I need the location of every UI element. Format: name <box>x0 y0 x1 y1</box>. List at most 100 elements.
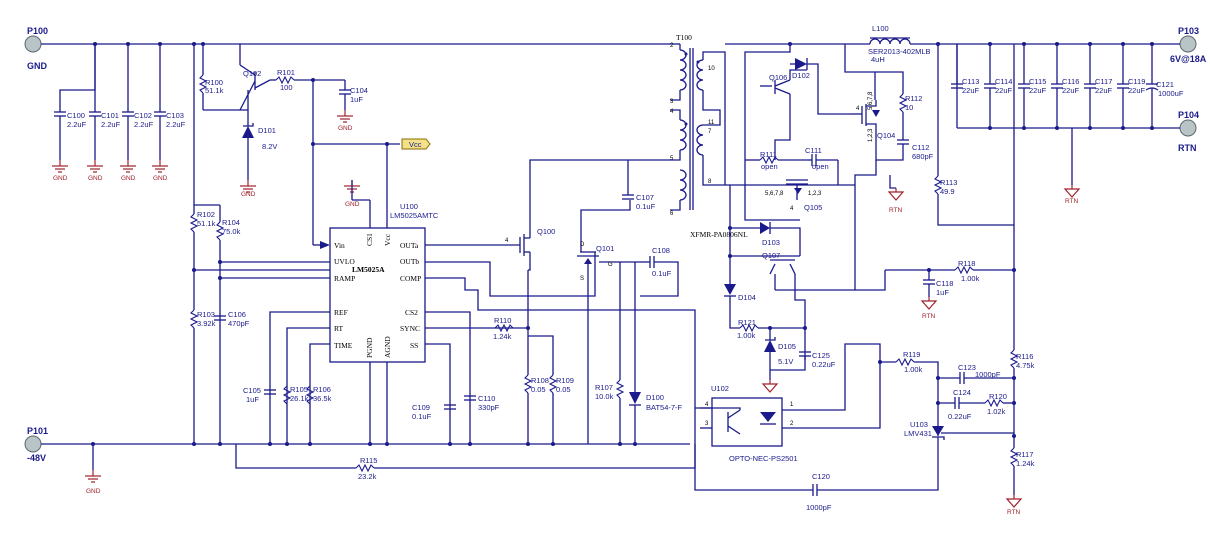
inductor-l100[interactable]: L100 SER2013-402MLB 4uH <box>725 24 1180 64</box>
u103-ref: U103 <box>910 420 928 429</box>
shunt-reg-u103[interactable]: U103 LMV431 <box>904 420 1014 485</box>
diode-d100[interactable]: D100 BAT54-7-F <box>629 262 683 444</box>
zener-d101[interactable]: D101 8.2V GND <box>239 110 277 198</box>
resistor-r107[interactable]: R107 10.0k <box>595 262 625 444</box>
svg-text:5,6,7,8: 5,6,7,8 <box>868 91 874 110</box>
cap-c103[interactable]: C103 2.2uF GND <box>151 44 186 182</box>
resistor-r101[interactable]: R101 100 <box>270 68 345 92</box>
r117-value: 1.24k <box>1016 459 1035 468</box>
c114-value: 22uF <box>995 86 1013 95</box>
c119-value: 22uF <box>1128 86 1146 95</box>
resistor-r116[interactable]: R116 4.75k <box>1009 225 1035 448</box>
cap-c115[interactable]: C115 22uF <box>1018 44 1047 128</box>
cap-c101[interactable]: C101 2.2uF GND <box>86 44 121 182</box>
d101-ref: D101 <box>258 126 276 135</box>
diode-d102[interactable]: D102 <box>744 42 810 221</box>
neg48v-rail: GND <box>41 442 690 495</box>
resistor-r110[interactable]: R110 1.24k <box>493 316 514 341</box>
cap-c121[interactable]: C121 1000uF <box>1145 44 1184 128</box>
svg-text:D: D <box>580 242 585 248</box>
pin-vin: Vin <box>334 241 345 250</box>
gnd-label: GND <box>88 175 103 182</box>
resistor-r113[interactable]: R113 49.9 <box>933 42 1015 226</box>
resistor-r102[interactable]: R102 51.1k <box>189 42 216 310</box>
c105-value: 1uF <box>246 395 259 404</box>
c101-ref: C101 <box>101 111 119 120</box>
svg-text:7: 7 <box>708 129 712 135</box>
cap-c109[interactable]: C109 0.1uF <box>412 403 456 421</box>
resistor-r121[interactable]: R121 1.00k <box>737 318 807 340</box>
resistor-r120[interactable]: R120 1.02k <box>984 392 1014 416</box>
cap-c120[interactable]: C120 1000pF <box>694 444 939 512</box>
c121-ref: C121 <box>1156 80 1174 89</box>
resistor-r109[interactable]: R109 0.05 <box>548 374 574 444</box>
cap-c111[interactable]: C111 open <box>805 146 838 171</box>
cap-c125[interactable]: C125 0.22uF <box>770 351 836 371</box>
mosfet-q101[interactable]: Q101 DSG <box>577 200 640 444</box>
svg-text:4: 4 <box>705 402 709 408</box>
u102-ref: U102 <box>711 384 729 393</box>
c115-value: 22uF <box>1029 86 1047 95</box>
cap-c106[interactable]: C106 470pF <box>214 310 250 328</box>
port-p103[interactable]: P103 6V@18A <box>1170 26 1207 64</box>
cap-c118[interactable]: C118 1uF RTN <box>921 270 953 320</box>
opto-u102[interactable]: U102 OPTO-NEC-PS2501 43 12 <box>695 362 881 463</box>
c113-value: 22uF <box>962 86 980 95</box>
r120-value: 1.02k <box>987 407 1006 416</box>
c120-value: 1000pF <box>806 503 832 512</box>
svg-text:1,2,3: 1,2,3 <box>808 191 822 197</box>
r116-ref: R116 <box>1016 352 1033 361</box>
resistor-r106[interactable]: R106 36.5k <box>305 385 332 405</box>
gnd-label: GND <box>153 175 168 182</box>
cap-c116[interactable]: C116 22uF <box>1051 44 1080 128</box>
cap-c107[interactable]: C107 0.1uF <box>622 160 656 211</box>
cap-c110[interactable]: C110 330pF <box>464 394 500 412</box>
r104-ref: R104 <box>222 218 240 227</box>
resistor-r115[interactable]: R115 23.2k <box>235 444 696 481</box>
cap-c105[interactable]: C105 1uF <box>243 386 276 404</box>
resistor-r100[interactable]: R100 51.1k <box>198 44 224 110</box>
cap-c102[interactable]: C102 2.2uF GND <box>119 44 154 182</box>
r109-ref: R109 <box>556 376 574 385</box>
c119-ref: C119 <box>1128 77 1145 86</box>
port-p104-ref: P104 <box>1178 110 1199 120</box>
cap-c124[interactable]: C124 0.22uF <box>938 388 985 421</box>
resistor-r118[interactable]: R118 1.00k <box>855 259 1016 291</box>
resistor-r108[interactable]: R108 0.05 <box>523 270 554 444</box>
cap-c119[interactable]: C119 22uF <box>1117 44 1146 128</box>
r110-ref: R110 <box>494 316 511 325</box>
c117-value: 22uF <box>1095 86 1113 95</box>
resistor-r117[interactable]: R117 1.24k RTN <box>1006 447 1035 516</box>
resistor-r112[interactable]: R112 10 <box>875 71 922 140</box>
cap-c108[interactable]: C108 0.1uF <box>640 246 679 297</box>
r119-ref: R119 <box>903 350 920 359</box>
cap-c114[interactable]: C114 22uF <box>984 44 1013 128</box>
rtn-label: RTN <box>1065 198 1079 205</box>
transistor-q106[interactable]: Q106 <box>760 63 850 160</box>
cap-c113[interactable]: C113 22uF <box>951 44 980 95</box>
ic-u100[interactable]: U100 LM5025AMTC LM5025A Vin UVLO RAMP RE… <box>329 202 439 363</box>
port-p104[interactable]: P104 RTN <box>1178 110 1199 153</box>
mosfet-q104[interactable]: Q104 4 5,6,7,8 1,2,3 <box>844 44 895 142</box>
cap-c117[interactable]: C117 22uF <box>1084 44 1113 128</box>
resistor-r104[interactable]: R104 75.0k <box>194 204 241 444</box>
c125-value: 0.22uF <box>812 360 836 369</box>
zener-d105[interactable]: D105 5.1V RTN <box>762 328 796 406</box>
mosfet-q100[interactable]: Q100 4 <box>505 159 628 271</box>
cap-c100[interactable]: C100 2.2uF GND <box>51 44 96 182</box>
resistor-r103[interactable]: R103 3.92k <box>189 309 216 444</box>
c112-ref: C112 <box>912 143 929 152</box>
cap-c123[interactable]: C123 1000pF <box>938 363 1014 384</box>
resistor-r105[interactable]: R105 26.1k <box>282 385 309 405</box>
r106-value: 36.5k <box>313 394 332 403</box>
cap-c104[interactable]: C104 1uF GND <box>336 80 368 132</box>
port-p100[interactable]: P100 GND <box>24 26 48 71</box>
port-p100-ref: P100 <box>27 26 48 36</box>
r113-value: 49.9 <box>940 187 955 196</box>
resistor-r111[interactable]: R111 open <box>745 150 808 171</box>
cap-c112[interactable]: C112 680pF <box>875 139 934 161</box>
diode-d104[interactable]: D104 <box>724 228 756 329</box>
transistor-q102[interactable]: Q102 <box>203 44 271 111</box>
